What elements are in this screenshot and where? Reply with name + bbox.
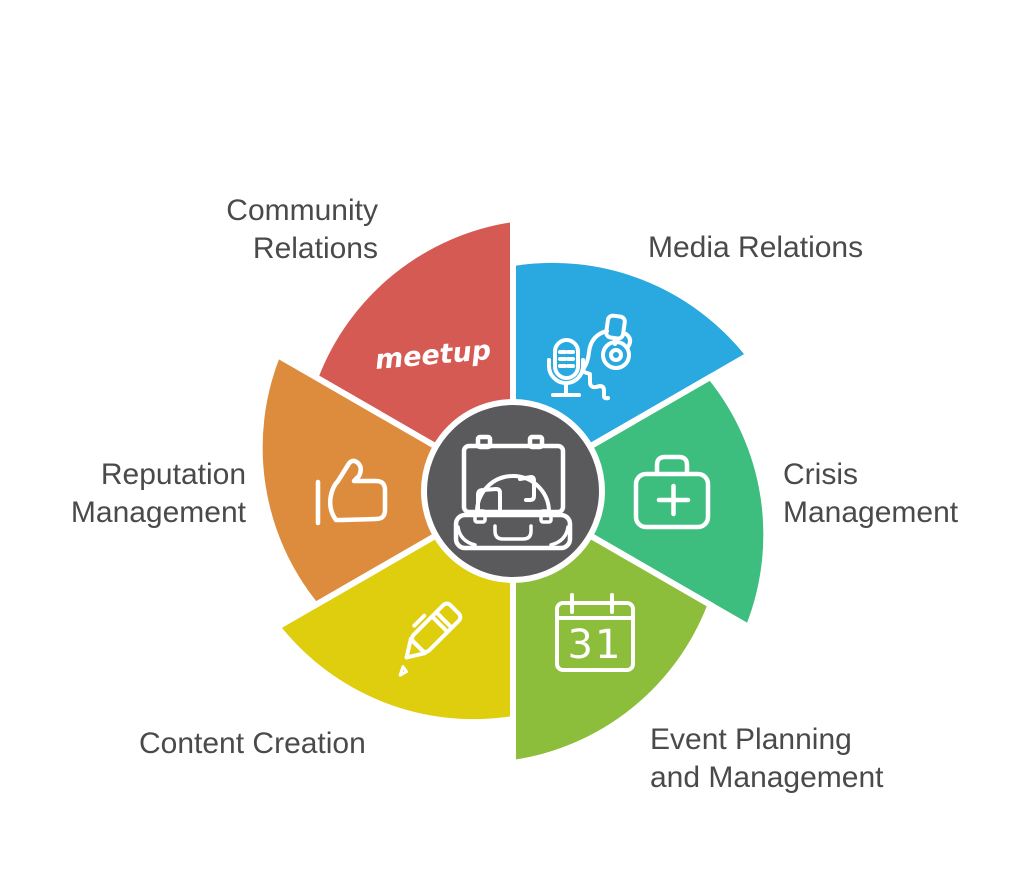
- thumbs-up-icon: [315, 458, 388, 526]
- label-line: Community: [226, 194, 378, 227]
- microphone-interview-icon: [547, 313, 633, 401]
- center-hub: [421, 399, 605, 583]
- suitcase-globe-icon: [453, 434, 573, 551]
- label-community-relations: Community Relations: [226, 192, 378, 268]
- center-circle: [421, 399, 605, 583]
- label-content-creation: Content Creation: [139, 725, 366, 763]
- label-line: Management: [70, 496, 246, 529]
- label-line: Event Planning: [650, 723, 852, 756]
- label-reputation-management: Reputation Management: [71, 456, 246, 532]
- label-line: Media Relations: [648, 231, 864, 264]
- calendar-day: 31: [568, 622, 623, 668]
- segment-crisis-management: [506, 373, 770, 632]
- label-line: and Management: [650, 761, 884, 794]
- segment-reputation-management: [256, 350, 520, 609]
- calendar-icon: 31: [555, 593, 635, 672]
- label-event-planning-management: Event Planning and Management: [650, 721, 884, 797]
- label-crisis-management: Crisis Management: [783, 456, 958, 532]
- label-media-relations: Media Relations: [648, 229, 863, 267]
- label-line: Content Creation: [139, 727, 366, 760]
- label-line: Relations: [252, 232, 378, 265]
- first-aid-kit-icon: [633, 454, 711, 530]
- label-line: Management: [783, 496, 959, 529]
- label-line: Crisis: [783, 458, 858, 491]
- label-line: Reputation: [100, 458, 246, 491]
- marker-pen-icon: [398, 601, 463, 677]
